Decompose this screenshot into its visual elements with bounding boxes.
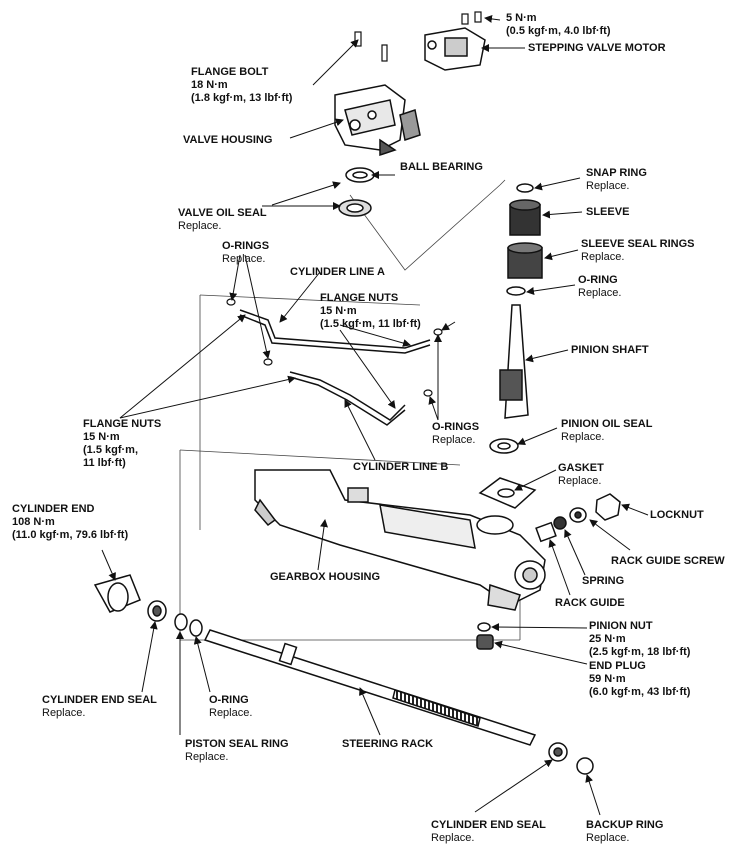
label-valve-housing: VALVE HOUSING xyxy=(183,134,273,146)
label-valve-oil-seal: VALVE OIL SEAL Replace. xyxy=(178,207,267,232)
label-flange-nuts-upper: FLANGE NUTS 15 N·m (1.5 kgf·m, 11 lbf·ft… xyxy=(320,292,421,330)
label-o-rings-upper: O-RINGS Replace. xyxy=(222,240,270,265)
label-cylinder-line-a: CYLINDER LINE A xyxy=(290,266,385,278)
label-locknut: LOCKNUT xyxy=(650,509,704,521)
label-cylinder-end-seal-right: CYLINDER END SEAL Replace. xyxy=(431,819,546,844)
label-ball-bearing: BALL BEARING xyxy=(400,161,483,173)
label-cylinder-line-b: CYLINDER LINE B xyxy=(353,461,449,473)
label-cylinder-end: CYLINDER END 108 N·m (11.0 kgf·m, 79.6 l… xyxy=(12,503,129,541)
label-spring: SPRING xyxy=(582,575,625,587)
label-flange-bolt: FLANGE BOLT 18 N·m (1.8 kgf·m, 13 lbf·ft… xyxy=(191,66,293,104)
label-pinion-oil-seal: PINION OIL SEAL Replace. xyxy=(561,418,653,443)
label-o-rings-lower: O-RINGS Replace. xyxy=(432,421,480,446)
label-o-ring-upper: O-RING Replace. xyxy=(578,274,622,299)
label-gasket: GASKET Replace. xyxy=(558,462,604,487)
label-flange-nuts-left: FLANGE NUTS 15 N·m (1.5 kgf·m, 11 lbf·ft… xyxy=(83,418,162,469)
stepping-valve-motor-part xyxy=(399,27,486,141)
leader-lines xyxy=(101,14,649,816)
valve-housing-part xyxy=(334,84,406,157)
label-sleeve-seal-rings: SLEEVE SEAL RINGS Replace. xyxy=(581,238,695,263)
o-rings-small xyxy=(226,298,443,397)
label-backup-ring: BACKUP RING Replace. xyxy=(586,819,664,844)
label-o-ring-lower: O-RING Replace. xyxy=(209,694,253,719)
label-end-plug: END PLUG 59 N·m (6.0 kgf·m, 43 lbf·ft) xyxy=(589,660,691,698)
label-sleeve: SLEEVE xyxy=(586,206,630,218)
pinion-nut-end-plug xyxy=(476,622,494,650)
rack-guide-set xyxy=(535,493,621,543)
cylinder-end-part xyxy=(93,574,203,637)
label-piston-seal-ring: PISTON SEAL RING Replace. xyxy=(185,738,289,763)
label-pinion-shaft: PINION SHAFT xyxy=(571,344,649,356)
label-cylinder-end-seal-left: CYLINDER END SEAL Replace. xyxy=(42,694,157,719)
label-gearbox-housing: GEARBOX HOUSING xyxy=(270,571,381,583)
label-stepping-valve-motor: STEPPING VALVE MOTOR xyxy=(528,42,666,54)
steering-rack-part xyxy=(203,629,594,775)
gearbox-housing-part xyxy=(254,469,546,611)
label-rack-guide: RACK GUIDE xyxy=(555,597,625,609)
label-steering-rack: STEERING RACK xyxy=(342,738,434,750)
label-pinion-nut: PINION NUT 25 N·m (2.5 kgf·m, 18 lbf·ft) xyxy=(589,620,691,658)
label-rack-guide-screw: RACK GUIDE SCREW xyxy=(611,555,725,567)
bearing-and-seal xyxy=(338,167,375,217)
label-snap-ring: SNAP RING Replace. xyxy=(586,167,647,192)
pinion-column xyxy=(478,183,543,509)
label-motor-bolt-torque: 5 N·m (0.5 kgf·m, 4.0 lbf·ft) xyxy=(506,12,611,37)
